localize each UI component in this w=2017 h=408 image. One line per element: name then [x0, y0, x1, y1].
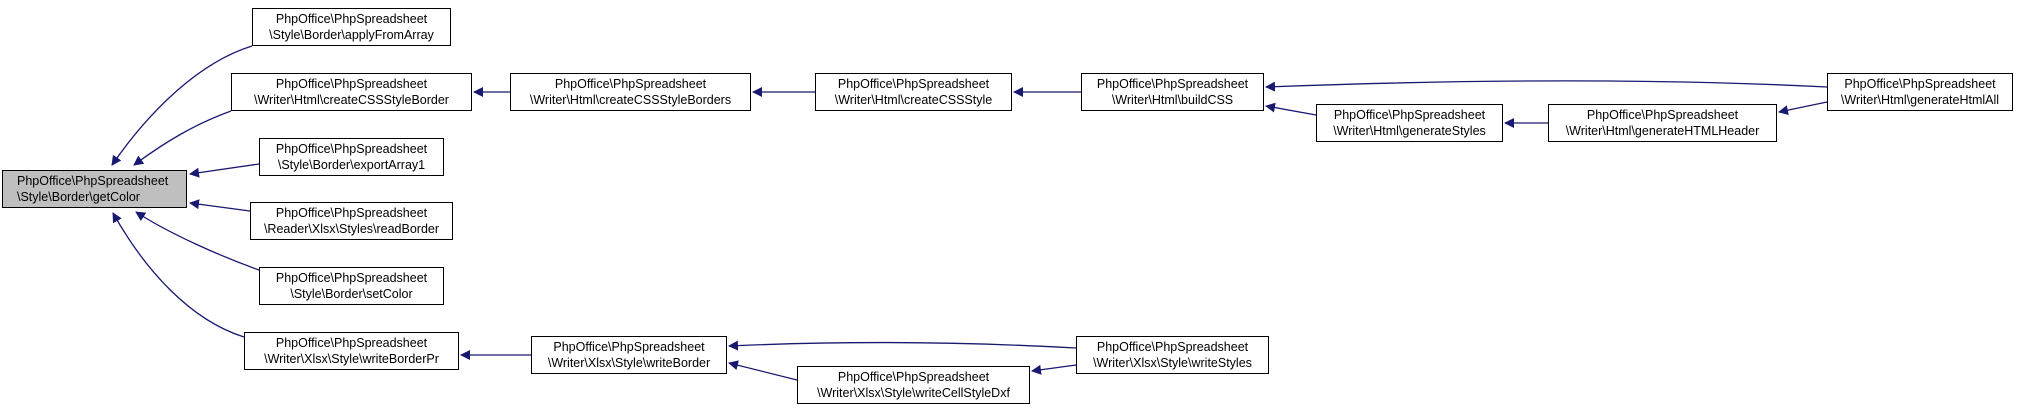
node-setColor-line2: \Style\Border\setColor [290, 287, 413, 301]
node-exportArray1[interactable]: PhpOffice\PhpSpreadsheet \Style\Border\e… [259, 138, 444, 176]
node-buildCSS[interactable]: PhpOffice\PhpSpreadsheet \Writer\Html\bu… [1081, 73, 1264, 111]
node-writeCellStyleDxf[interactable]: PhpOffice\PhpSpreadsheet \Writer\Xlsx\St… [797, 366, 1030, 404]
node-getColor[interactable]: PhpOffice\PhpSpreadsheet \Style\Border\g… [2, 170, 187, 208]
edge-writeCellStyleDxf-to-writeBorder [728, 360, 798, 381]
node-createCSSStyle-line2: \Writer\Html\createCSSStyle [834, 93, 993, 107]
edge-generateStyles-to-buildCSS [1265, 102, 1317, 116]
node-createCSSStyleBorders-line2: \Writer\Html\createCSSStyleBorders [529, 93, 732, 107]
node-generateHTMLHeader[interactable]: PhpOffice\PhpSpreadsheet \Writer\Html\ge… [1548, 104, 1777, 142]
node-generateHTMLHeader-line1: PhpOffice\PhpSpreadsheet [1586, 108, 1739, 122]
node-writeBorderPr[interactable]: PhpOffice\PhpSpreadsheet \Writer\Xlsx\St… [244, 332, 459, 370]
node-writeStyles-line2: \Writer\Xlsx\Style\writeStyles [1093, 356, 1252, 370]
edge-writeBorderPr-to-getColor [112, 212, 245, 338]
node-exportArray1-line2: \Style\Border\exportArray1 [277, 158, 426, 172]
node-applyFromArray[interactable]: PhpOffice\PhpSpreadsheet \Style\Border\a… [252, 8, 451, 46]
node-getColor-line1: PhpOffice\PhpSpreadsheet [17, 174, 169, 188]
node-generateHtmlAll-line2: \Writer\Html\generateHtmlAll [1840, 93, 2000, 107]
node-readBorder-line1: PhpOffice\PhpSpreadsheet [275, 206, 428, 220]
node-getColor-line2: \Style\Border\getColor [17, 190, 140, 204]
node-writeCellStyleDxf-line1: PhpOffice\PhpSpreadsheet [837, 370, 990, 384]
node-createCSSStyleBorders[interactable]: PhpOffice\PhpSpreadsheet \Writer\Html\cr… [510, 73, 751, 111]
edge-exportArray1-to-getColor [189, 163, 260, 178]
node-setColor-line1: PhpOffice\PhpSpreadsheet [275, 271, 428, 285]
node-generateStyles[interactable]: PhpOffice\PhpSpreadsheet \Writer\Html\ge… [1316, 104, 1503, 142]
edge-writeStyles-to-writeBorder [728, 340, 1077, 351]
node-exportArray1-line1: PhpOffice\PhpSpreadsheet [275, 142, 428, 156]
node-readBorder[interactable]: PhpOffice\PhpSpreadsheet \Reader\Xlsx\St… [250, 202, 453, 240]
node-writeBorder-line2: \Writer\Xlsx\Style\writeBorder [547, 356, 711, 370]
node-createCSSStyleBorders-line1: PhpOffice\PhpSpreadsheet [554, 77, 707, 91]
edge-applyFromArray-to-getColor [111, 45, 253, 166]
edge-generateHtmlAll-to-generateHTMLHeader [1778, 101, 1828, 116]
node-setColor[interactable]: PhpOffice\PhpSpreadsheet \Style\Border\s… [259, 267, 444, 305]
node-createCSSStyle[interactable]: PhpOffice\PhpSpreadsheet \Writer\Html\cr… [815, 73, 1012, 111]
node-applyFromArray-line1: PhpOffice\PhpSpreadsheet [275, 12, 428, 26]
node-writeBorderPr-line2: \Writer\Xlsx\Style\writeBorderPr [264, 352, 439, 366]
node-buildCSS-line1: PhpOffice\PhpSpreadsheet [1096, 77, 1249, 91]
node-createCSSStyleBorder[interactable]: PhpOffice\PhpSpreadsheet \Writer\Html\cr… [231, 73, 472, 111]
node-createCSSStyle-line1: PhpOffice\PhpSpreadsheet [837, 77, 990, 91]
node-writeStyles[interactable]: PhpOffice\PhpSpreadsheet \Writer\Xlsx\St… [1076, 336, 1269, 374]
node-applyFromArray-line2: \Style\Border\applyFromArray [269, 28, 434, 42]
edge-readBorder-to-getColor [189, 199, 251, 212]
node-readBorder-line2: \Reader\Xlsx\Styles\readBorder [263, 222, 440, 236]
edge-generateHtmlAll-to-buildCSS [1265, 80, 1828, 92]
node-writeCellStyleDxf-line2: \Writer\Xlsx\Style\writeCellStyleDxf [817, 386, 1010, 400]
edge-setColor-to-getColor [135, 211, 260, 271]
node-generateHTMLHeader-line2: \Writer\Html\generateHTMLHeader [1565, 124, 1760, 138]
node-writeBorder[interactable]: PhpOffice\PhpSpreadsheet \Writer\Xlsx\St… [531, 336, 727, 374]
node-writeStyles-line1: PhpOffice\PhpSpreadsheet [1096, 340, 1249, 354]
node-writeBorder-line1: PhpOffice\PhpSpreadsheet [553, 340, 705, 354]
node-createCSSStyleBorder-line2: \Writer\Html\createCSSStyleBorder [254, 93, 449, 107]
edge-createCSSStyleBorder-to-getColor [133, 110, 232, 166]
node-createCSSStyleBorder-line1: PhpOffice\PhpSpreadsheet [275, 77, 428, 91]
node-buildCSS-line2: \Writer\Html\buildCSS [1111, 93, 1234, 107]
node-generateHtmlAll[interactable]: PhpOffice\PhpSpreadsheet \Writer\Html\ge… [1827, 73, 2013, 111]
node-writeBorderPr-line1: PhpOffice\PhpSpreadsheet [275, 336, 428, 350]
node-generateStyles-line1: PhpOffice\PhpSpreadsheet [1333, 108, 1486, 122]
node-generateHtmlAll-line1: PhpOffice\PhpSpreadsheet [1844, 77, 1996, 91]
edge-writeStyles-to-writeCellStyleDxf [1031, 364, 1077, 375]
node-generateStyles-line2: \Writer\Html\generateStyles [1333, 124, 1486, 138]
